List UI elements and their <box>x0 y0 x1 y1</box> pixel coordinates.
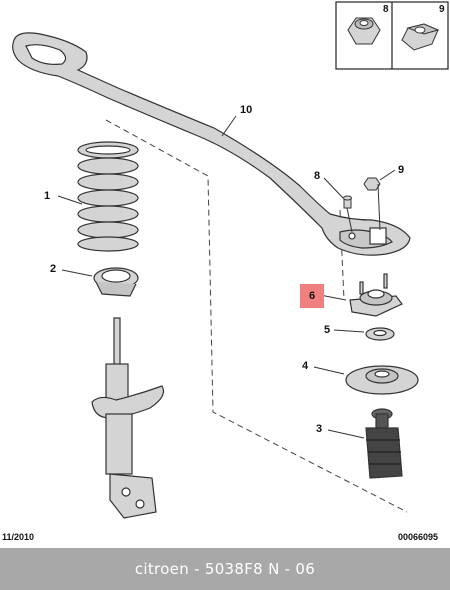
inset-nut-9-icon <box>401 23 440 51</box>
callout-8: 8 <box>314 170 321 182</box>
nut-9-icon <box>363 177 381 191</box>
callout-4: 4 <box>302 360 309 372</box>
callout-1: 1 <box>44 190 51 202</box>
spring-cup-4 <box>345 365 419 395</box>
bearing-5 <box>365 327 395 341</box>
stud-8-icon <box>343 195 352 209</box>
callout-10: 10 <box>240 104 253 116</box>
upper-mount-6 <box>349 273 403 317</box>
callout-5: 5 <box>324 324 331 336</box>
footer-bar: citroen - 5038F8 N - 06 <box>0 548 450 590</box>
spring-seat-2 <box>93 267 139 297</box>
inset-nut-8-icon <box>347 17 381 45</box>
bump-stop-boot-3 <box>365 408 403 479</box>
strut-brace-bar-10 <box>12 32 411 256</box>
leader-lines <box>57 115 396 439</box>
diagram-code: 00066095 <box>398 532 439 542</box>
date-code: 11/2010 <box>2 532 35 542</box>
callout-2: 2 <box>50 263 57 275</box>
inset-label-9: 9 <box>439 4 445 15</box>
shock-absorber <box>91 317 165 519</box>
inset-label-8: 8 <box>383 4 389 15</box>
callout-3: 3 <box>316 423 323 435</box>
footer-part-info: citroen - 5038F8 N - 06 <box>134 560 316 578</box>
exploded-parts-diagram: 10 8 9 1 2 6 5 4 3 8 9 11/2010 00066095 <box>2 1 449 542</box>
coil-spring-1 <box>77 141 139 252</box>
assembly-dashed-lines <box>105 119 408 513</box>
callout-6-highlighted: 6 <box>300 284 324 308</box>
diagram-drawing <box>12 1 449 519</box>
callout-9: 9 <box>398 164 405 176</box>
